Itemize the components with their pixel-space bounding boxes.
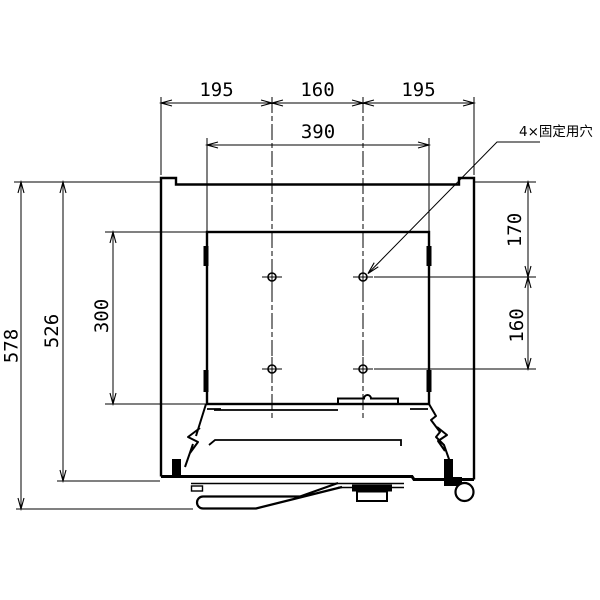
stand-left-slope [184,403,207,468]
dim-label-right-upper: 170 [504,213,526,247]
under-base-tab [190,485,204,492]
dim-label-left-overall: 578 [1,329,23,363]
fixing-holes [262,265,373,381]
dimension-arrowheads [17,99,532,512]
dim-label-left-body: 526 [41,314,63,348]
stand-left-foot [172,459,181,477]
dim-label-top-center: 160 [300,79,334,101]
center-foot-flange [352,484,392,492]
dim-label-top-left: 195 [199,79,233,101]
stand-tray-lines [207,408,428,446]
caster-wheel [454,481,475,503]
dim-label-right-lower: 160 [506,308,528,342]
plate-edge-clips [203,246,432,392]
fixing-hole-bottom-left [262,357,282,381]
center-foot-block [356,490,388,502]
stand-right-foot [444,459,453,477]
dim-label-top-right: 195 [401,79,435,101]
leader-line [367,141,540,274]
handle-outline [195,481,343,510]
fixing-hole-bottom-right [353,357,373,381]
fixing-hole-top-right [353,265,373,289]
dimension-lines [20,102,529,509]
plate-bottom-tab [337,394,399,404]
outer-shell-outline [159,176,476,480]
dim-label-top-overall: 390 [301,121,335,143]
caster-bracket [444,477,462,486]
dim-label-left-plate: 300 [91,299,113,333]
mounting-plate-outline [205,230,431,406]
fixing-hole-top-left [262,265,282,289]
fixing-hole-annotation: 4×固定用穴 [519,124,593,140]
